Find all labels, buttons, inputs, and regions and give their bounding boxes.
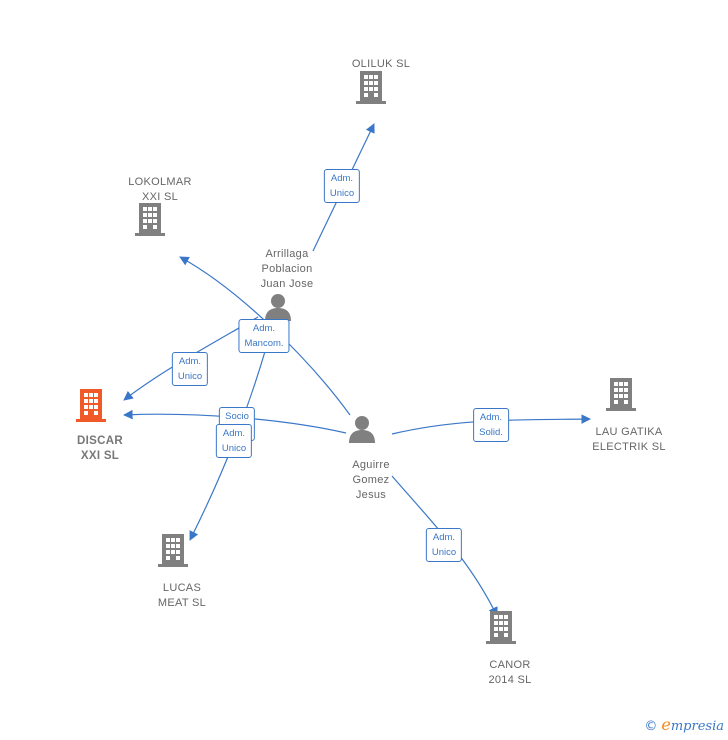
edge-label-arrillaga-to-lucas: Adm. Unico [215,424,253,458]
building-icon-lau[interactable] [606,378,636,411]
node-label-discar[interactable]: DISCAR XXI SL [77,435,123,462]
building-icon-oliluk[interactable] [356,71,386,104]
node-label-lau[interactable]: LAU GATIKA ELECTRIK SL [592,426,666,453]
building-icon-lucas[interactable] [158,534,188,567]
nodes-layer [76,71,636,644]
node-label-lucas[interactable]: LUCAS MEAT SL [157,582,207,609]
node-label-lokolmar[interactable]: LOKOLMAR XXI SL [128,176,192,203]
brand-logo-text: mpresia [670,719,724,734]
node-label-oliluk[interactable]: OLILUK SL [351,58,411,70]
building-icon-discar[interactable] [76,389,106,422]
node-label-aguirre[interactable]: Aguirre Gomez Jesus [352,459,390,501]
person-icon-aguirre[interactable] [349,416,375,443]
footer-credit[interactable]: ©empresia [644,715,724,734]
brand-logo-initial: e [661,715,671,734]
building-icon-canor[interactable] [486,611,516,644]
node-label-arrillaga[interactable]: Arrillaga Poblacion Juan Jose [260,248,314,290]
edge-label-aguirre-to-canor: Adm. Unico [425,528,463,562]
edge-label-arrillaga-to-discar: Adm. Unico [171,352,209,386]
edge-label-arrillaga-to-oliluk: Adm. Unico [323,169,361,203]
edge-label-aguirre-to-lau: Adm. Solid. [473,408,509,442]
copyright-icon: © [644,719,658,734]
edge-label-aguirre-to-lokolmar: Adm. Mancom. [238,319,290,353]
person-icon-arrillaga[interactable] [265,294,291,321]
building-icon-lokolmar[interactable] [135,203,165,236]
node-label-canor[interactable]: CANOR 2014 SL [488,659,532,686]
